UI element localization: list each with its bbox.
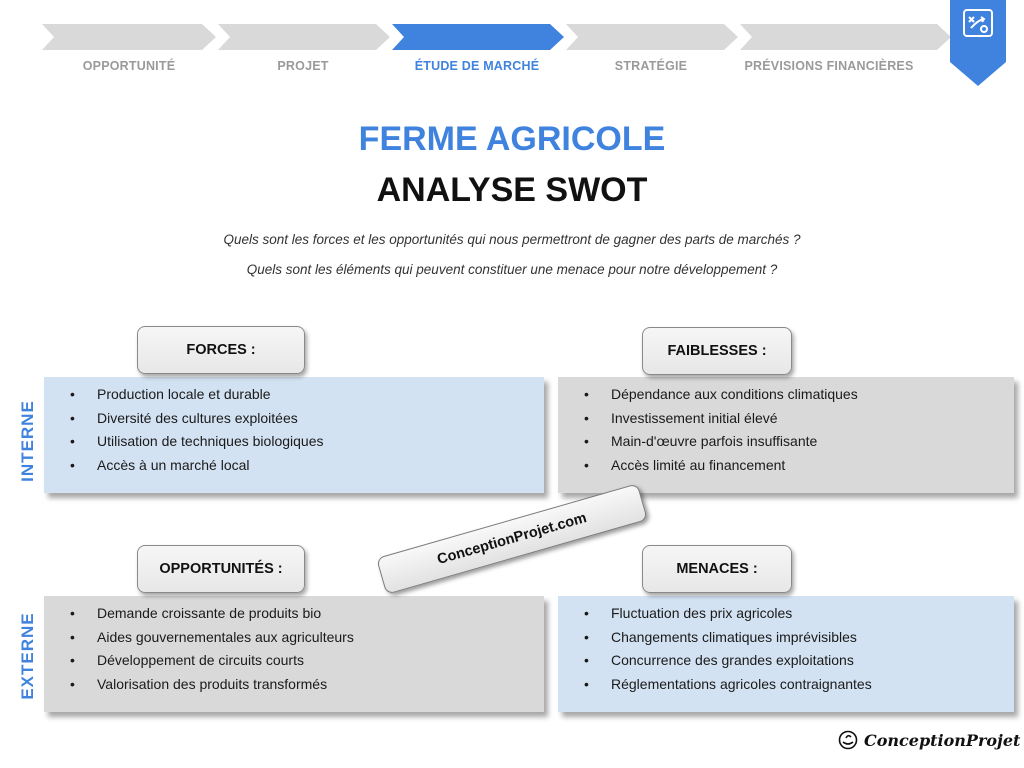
question-1: Quels sont les forces et les opportunité… — [223, 232, 801, 247]
progress-steps — [42, 24, 967, 50]
step-arrow-strategie[interactable] — [566, 24, 738, 50]
list-item: Accès limité au financement — [580, 454, 1014, 478]
list-item: Changements climatiques imprévisibles — [580, 626, 1014, 650]
step-label-previsions[interactable]: PRÉVISIONS FINANCIÈRES — [744, 59, 914, 73]
list-item: Dépendance aux conditions climatiques — [580, 383, 1014, 407]
axis-label-interne: INTERNE — [18, 400, 37, 482]
step-arrow-previsions[interactable] — [740, 24, 951, 50]
list-item: Utilisation de techniques biologiques — [66, 430, 544, 454]
list-item: Valorisation des produits transformés — [66, 673, 544, 697]
page-title-line2: ANALYSE SWOT — [376, 171, 648, 209]
header-opportunites: OPPORTUNITÉS : — [137, 545, 305, 593]
step-arrow-projet[interactable] — [218, 24, 390, 50]
watermark-label: ConceptionProjet.com — [376, 483, 648, 595]
faiblesses-list: Dépendance aux conditions climatiques In… — [580, 383, 1014, 477]
quadrant-opportunites: Demande croissante de produits bio Aides… — [44, 596, 544, 712]
header-faiblesses: FAIBLESSES : — [642, 327, 792, 375]
question-2: Quels sont les éléments qui peuvent cons… — [246, 262, 778, 277]
quadrant-menaces: Fluctuation des prix agricoles Changemen… — [558, 596, 1014, 712]
list-item: Développement de circuits courts — [66, 649, 544, 673]
axis-label-externe: EXTERNE — [18, 612, 37, 700]
list-item: Réglementations agricoles contraignantes — [580, 673, 1014, 697]
step-label-projet[interactable]: PROJET — [277, 59, 329, 73]
quadrant-faiblesses: Dépendance aux conditions climatiques In… — [558, 377, 1014, 493]
chef-hat-icon — [838, 730, 858, 750]
list-item: Demande croissante de produits bio — [66, 602, 544, 626]
header-menaces: MENACES : — [642, 545, 792, 593]
footer-logo: ConceptionProjet — [838, 728, 1020, 752]
step-label-etude-de-marche[interactable]: ÉTUDE DE MARCHÉ — [414, 59, 540, 73]
step-label-strategie[interactable]: STRATÉGIE — [614, 59, 688, 73]
step-arrow-etude-de-marche[interactable] — [392, 24, 564, 50]
step-arrow-opportunite[interactable] — [42, 24, 216, 50]
list-item: Production locale et durable — [66, 383, 544, 407]
forces-list: Production locale et durable Diversité d… — [66, 383, 544, 477]
opportunites-list: Demande croissante de produits bio Aides… — [66, 602, 544, 696]
list-item: Concurrence des grandes exploitations — [580, 649, 1014, 673]
bookmark-badge — [950, 0, 1006, 86]
list-item: Fluctuation des prix agricoles — [580, 602, 1014, 626]
header-forces: FORCES : — [137, 326, 305, 374]
progress-arrows — [42, 24, 951, 50]
quadrant-forces: Production locale et durable Diversité d… — [44, 377, 544, 493]
strategy-board-icon — [963, 9, 993, 37]
list-item: Main-d'œuvre parfois insuffisante — [580, 430, 1014, 454]
page-title-line1: FERME AGRICOLE — [358, 120, 666, 158]
list-item: Aides gouvernementales aux agriculteurs — [66, 626, 544, 650]
list-item: Diversité des cultures exploitées — [66, 407, 544, 431]
list-item: Accès à un marché local — [66, 454, 544, 478]
step-label-opportunite[interactable]: OPPORTUNITÉ — [82, 59, 176, 73]
logo-text: ConceptionProjet — [864, 730, 1021, 750]
list-item: Investissement initial élevé — [580, 407, 1014, 431]
menaces-list: Fluctuation des prix agricoles Changemen… — [580, 602, 1014, 696]
